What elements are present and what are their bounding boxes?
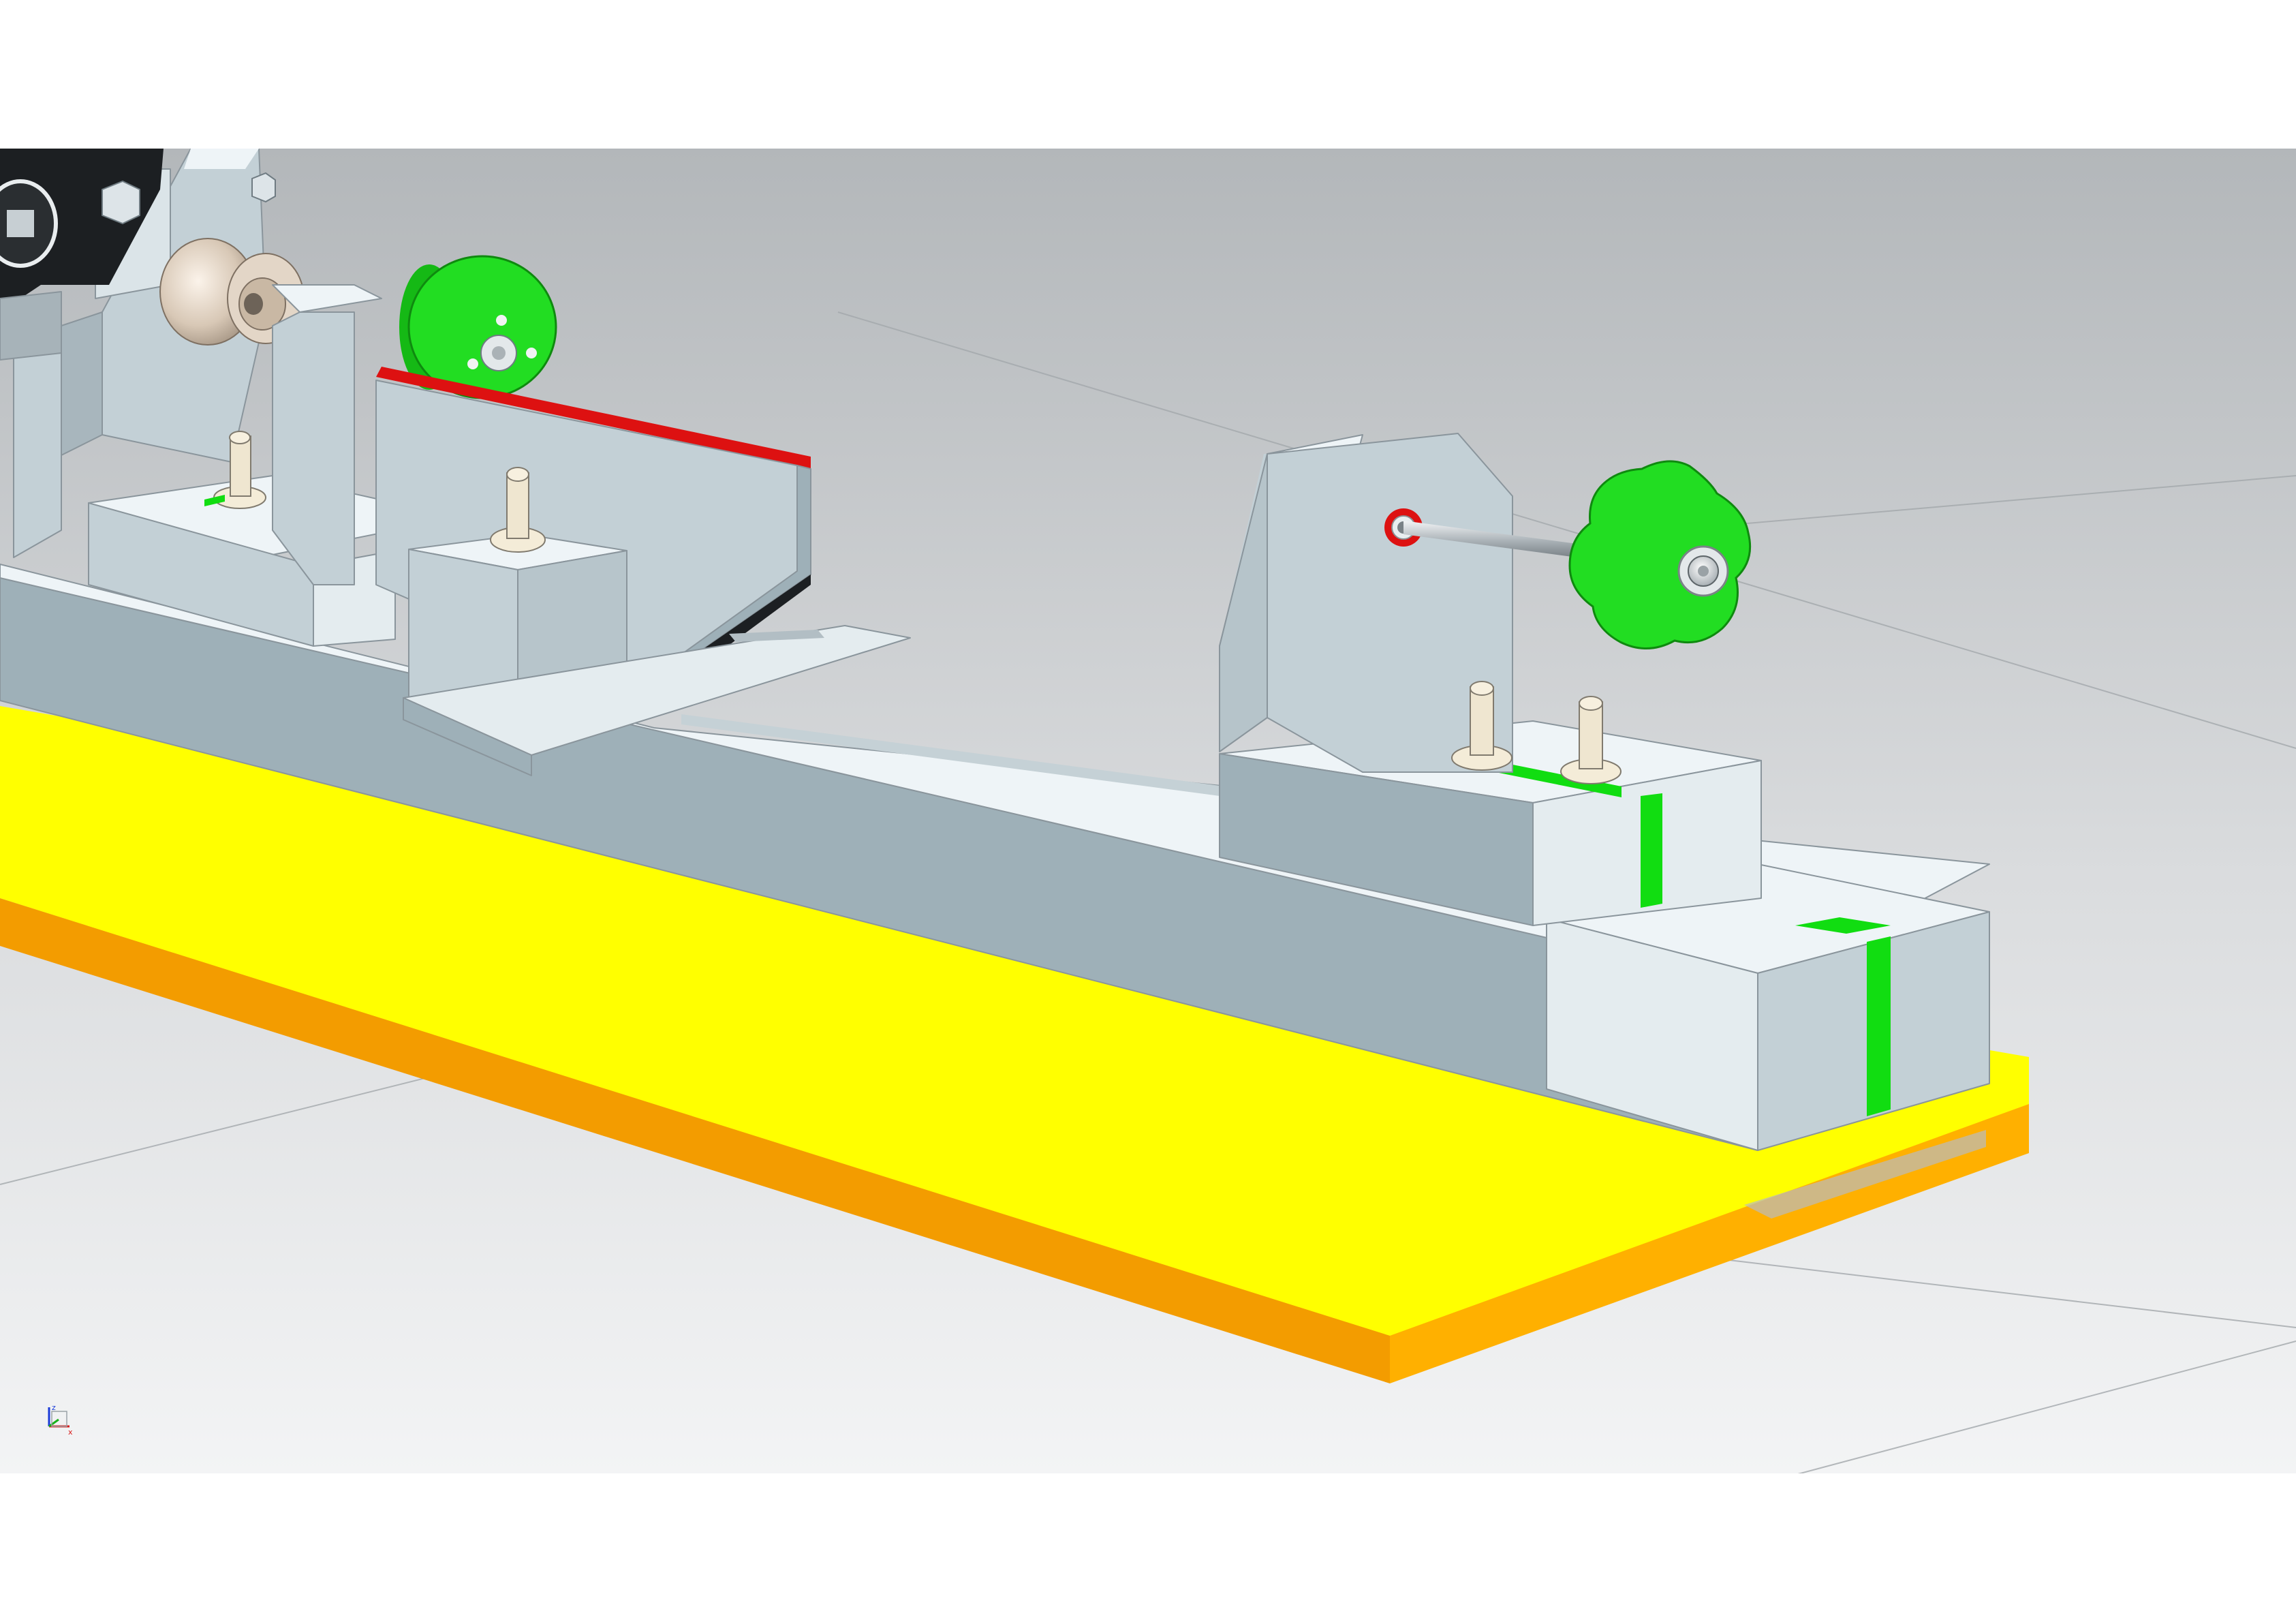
headstock-housing-left [61,311,103,456]
tailstock-housing[interactable] [1219,433,1513,854]
drive-wheel-bore [492,346,506,360]
headstock-pillar [13,325,62,558]
carriage-plate-slot [729,630,824,642]
headstock-bolt[interactable] [204,431,266,509]
drive-wheel[interactable] [399,255,557,399]
clamp-knob-body [1568,460,1752,649]
end-block-green-strip-top [1795,917,1891,934]
triad-y-axis [48,1418,59,1428]
drive-wheel-pin-3 [526,348,537,358]
bolt-shank [1579,701,1603,769]
drive-wheel-face [407,255,557,399]
clamp-knob-hub-bore [1698,566,1709,577]
triad-x-label: x [68,1428,73,1437]
bolt-head [506,467,529,482]
bolt-shank [506,472,529,539]
drive-wheel-pin-2 [467,358,478,369]
triad-z-label: z [52,1403,56,1412]
bolt-head [1470,681,1494,696]
hex-nut [102,180,140,225]
drive-motor-bracket [0,291,62,361]
drive-motor[interactable] [0,149,164,361]
tailstock-housing-face [1267,433,1513,773]
drill-chuck-nose [244,293,263,315]
main-rail-slot [681,714,1220,796]
headstock-nut-2[interactable] [251,172,276,203]
carriage-block[interactable] [403,534,911,776]
base-plate[interactable] [0,706,2029,1383]
end-block-lower[interactable] [1546,863,1990,1151]
carriage-bolt[interactable] [490,467,546,553]
spindle-support-top [272,284,382,313]
headstock-housing-top [184,149,259,169]
carriage-plate-front [403,697,532,776]
drill-chuck[interactable] [159,238,305,346]
drive-wheel-pin-1 [496,315,507,326]
triad-box [51,1411,67,1427]
headstock-nut-1[interactable] [102,180,140,225]
base-plate-front-side [0,898,1390,1383]
guide-arm-top [376,367,811,469]
tailstock-green-strip-side [1641,793,1662,908]
coordinate-triad-icon[interactable]: z x [48,1403,73,1437]
clamp-knob[interactable] [1568,460,1752,649]
hex-nut [251,172,276,203]
bolt-head [229,431,251,444]
end-block-green-strip-side [1867,936,1891,1116]
tailstock-bolt-1[interactable] [1451,681,1512,771]
base-plate-shadow [1744,1130,1986,1219]
bolt-shank [1470,686,1494,756]
bolt-head [1579,696,1603,711]
spindle-support-front [272,311,355,585]
tailstock-shaft [1403,521,1608,562]
base-plate-top [0,706,2029,1338]
cad-3d-viewport[interactable]: z x [0,149,2296,1473]
tailstock-knob-assembly[interactable] [1403,460,1752,649]
spindle-support[interactable] [272,284,382,585]
bolt-shank [230,435,251,497]
drive-motor-slot [7,210,34,237]
tailstock-bolt-2[interactable] [1560,696,1622,784]
headstock-green-strip [204,495,225,506]
